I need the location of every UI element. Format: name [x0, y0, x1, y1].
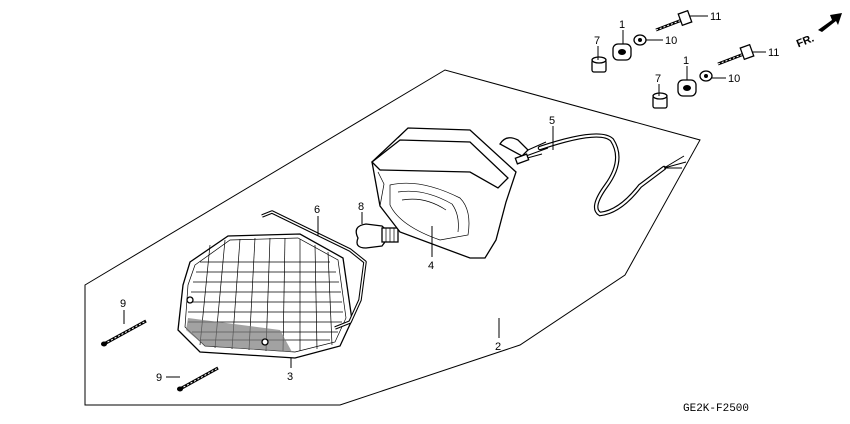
- callout-3: 3: [287, 371, 293, 383]
- callout-7-upper: 7: [594, 35, 600, 47]
- front-direction-arrow-icon: [818, 13, 842, 32]
- grommet-lower: [677, 79, 697, 97]
- callout-11-upper: 11: [710, 11, 721, 23]
- collar-upper: [591, 56, 607, 73]
- callout-7-lower: 7: [655, 73, 661, 85]
- diagram-code: GE2K-F2500: [683, 403, 749, 415]
- callout-1-lower: 1: [683, 55, 689, 67]
- callout-1-upper: 1: [619, 19, 625, 31]
- callout-6: 6: [314, 204, 320, 216]
- bolt-upper: [655, 9, 693, 32]
- callout-8: 8: [358, 201, 364, 213]
- tail-lens: [177, 233, 353, 359]
- bulb: [355, 223, 399, 249]
- callout-2: 2: [495, 341, 501, 353]
- screw-upper: [101, 319, 147, 347]
- callout-4: 4: [428, 260, 434, 272]
- callout-10-lower: 10: [728, 73, 740, 85]
- washer-upper: [633, 34, 647, 46]
- callout-5: 5: [549, 115, 555, 127]
- assembly-outline: [84, 69, 701, 406]
- grommet-upper: [612, 43, 632, 61]
- callout-11-lower: 11: [768, 47, 779, 59]
- screw-lower: [177, 366, 219, 392]
- washer-lower: [699, 70, 713, 82]
- lamp-housing: [371, 127, 517, 259]
- callout-9-lower: 9: [156, 372, 162, 384]
- callout-9-upper: 9: [120, 298, 126, 310]
- callout-10-upper: 10: [665, 35, 677, 47]
- leader-lines: [123, 15, 766, 378]
- wire-harness: [499, 133, 687, 217]
- front-direction-label: FR.: [795, 32, 816, 50]
- bolt-lower: [717, 43, 755, 66]
- collar-lower: [652, 92, 668, 109]
